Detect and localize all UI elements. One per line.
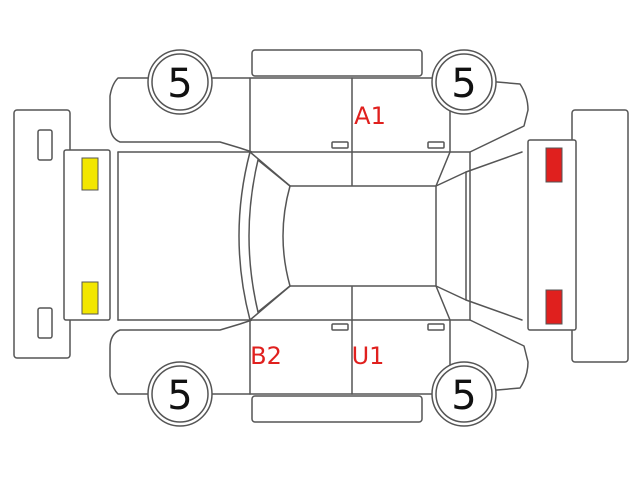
- tire-front-right-grade: 5: [167, 373, 192, 419]
- tire-rear-left: 5: [431, 49, 497, 115]
- tire-rear-right-grade: 5: [451, 373, 476, 419]
- damage-mark-top-door: A1: [354, 102, 386, 130]
- tire-front-right: 5: [147, 361, 213, 427]
- tire-rear-left-grade: 5: [451, 61, 476, 107]
- tire-front-left-grade: 5: [167, 61, 192, 107]
- damage-mark-front-bottom-door: B2: [250, 342, 282, 370]
- front-bumper: [13, 109, 111, 359]
- front-lamp-bottom: [81, 281, 99, 315]
- upper-side-body: [109, 77, 529, 186]
- tire-rear-right: 5: [431, 361, 497, 427]
- roof-panel-bottom: [251, 395, 423, 423]
- rear-bumper: [527, 109, 629, 363]
- front-lamp-top: [81, 157, 99, 191]
- rear-lamp-bottom: [545, 289, 563, 325]
- rear-lamp-top: [545, 147, 563, 183]
- top-view-body: [117, 151, 523, 321]
- roof-panel-top: [251, 49, 423, 77]
- damage-mark-rear-bottom-door: U1: [352, 342, 385, 370]
- tire-front-left: 5: [147, 49, 213, 115]
